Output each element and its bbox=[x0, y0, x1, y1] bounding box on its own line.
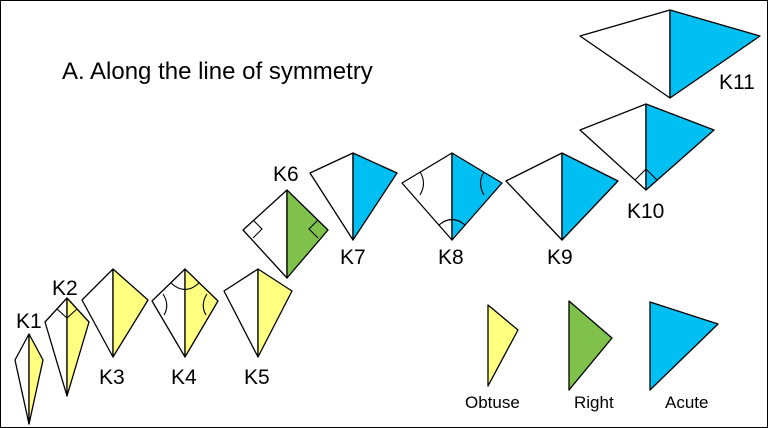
kite-k10-right-half bbox=[645, 103, 715, 191]
kite-k1-left-half bbox=[14, 333, 30, 425]
angle-arc-marker bbox=[202, 293, 208, 316]
kite-k11-label: K11 bbox=[719, 71, 755, 94]
kite-k7-label: K7 bbox=[340, 246, 366, 269]
legend-acute-swatch bbox=[649, 301, 719, 391]
kite-k2-label: K2 bbox=[52, 277, 78, 300]
kite-k9: K9 bbox=[505, 152, 619, 269]
legend-right-swatch bbox=[568, 300, 613, 391]
right-angle-marker bbox=[252, 219, 263, 239]
kite-k11-right-half bbox=[669, 9, 761, 99]
kite-k8-left-half bbox=[401, 152, 453, 241]
kite-k8-label: K8 bbox=[438, 246, 464, 269]
kite-k4-label: K4 bbox=[171, 366, 197, 389]
kite-k10: K10 bbox=[579, 103, 715, 223]
kite-k10-label: K10 bbox=[627, 200, 664, 223]
kite-k2-right-half bbox=[66, 297, 90, 397]
kite-k3-left-half bbox=[81, 268, 114, 358]
angle-arc-marker bbox=[170, 282, 200, 291]
kite-k9-left-half bbox=[505, 152, 563, 241]
kite-k7-right-half bbox=[352, 152, 398, 241]
kite-k5: K5 bbox=[223, 268, 293, 389]
kite-k4: K4 bbox=[151, 268, 219, 389]
kite-k3-label: K3 bbox=[99, 366, 125, 389]
kite-k4-right-half bbox=[184, 268, 219, 358]
legend-right-label: Right bbox=[574, 393, 614, 412]
legend-obtuse-label: Obtuse bbox=[465, 393, 520, 412]
angle-arc-marker bbox=[479, 171, 485, 196]
kite-k1-right-half bbox=[28, 333, 44, 425]
kite-k4-left-half bbox=[151, 268, 186, 358]
legend: Obtuse Right Acute bbox=[465, 300, 719, 412]
right-angle-marker bbox=[634, 168, 658, 181]
angle-arc-marker bbox=[438, 218, 466, 226]
kite-k9-label: K9 bbox=[547, 246, 573, 269]
angle-arc-marker bbox=[162, 293, 168, 316]
right-angle-marker bbox=[308, 219, 319, 239]
kite-k5-left-half bbox=[223, 268, 259, 358]
legend-acute-label: Acute bbox=[665, 393, 708, 412]
kite-k9-right-half bbox=[561, 152, 619, 241]
kite-k1: K1 bbox=[14, 310, 44, 425]
kite-k11-left-half bbox=[579, 9, 671, 99]
kite-k3-right-half bbox=[112, 268, 149, 358]
legend-obtuse-swatch bbox=[487, 304, 519, 387]
kite-k5-label: K5 bbox=[244, 366, 270, 389]
kite-k11: K11 bbox=[579, 9, 761, 99]
kite-k8: K8 bbox=[401, 152, 503, 269]
kite-k6-label: K6 bbox=[273, 163, 299, 186]
kite-k2: K2 bbox=[44, 277, 90, 397]
kite-k3: K3 bbox=[81, 268, 149, 389]
right-angle-marker bbox=[56, 308, 78, 319]
kite-k2-left-half bbox=[44, 297, 68, 397]
kite-k7: K7 bbox=[309, 152, 398, 269]
kite-k6-right-half bbox=[286, 189, 329, 279]
kite-k8-right-half bbox=[451, 152, 503, 241]
kite-k6: K6 bbox=[242, 163, 329, 279]
kite-k5-right-half bbox=[257, 268, 293, 358]
diagram-title: A. Along the line of symmetry bbox=[62, 58, 373, 85]
angle-arc-marker bbox=[419, 171, 425, 196]
kite-k1-label: K1 bbox=[16, 310, 42, 333]
kite-k6-left-half bbox=[242, 189, 288, 279]
